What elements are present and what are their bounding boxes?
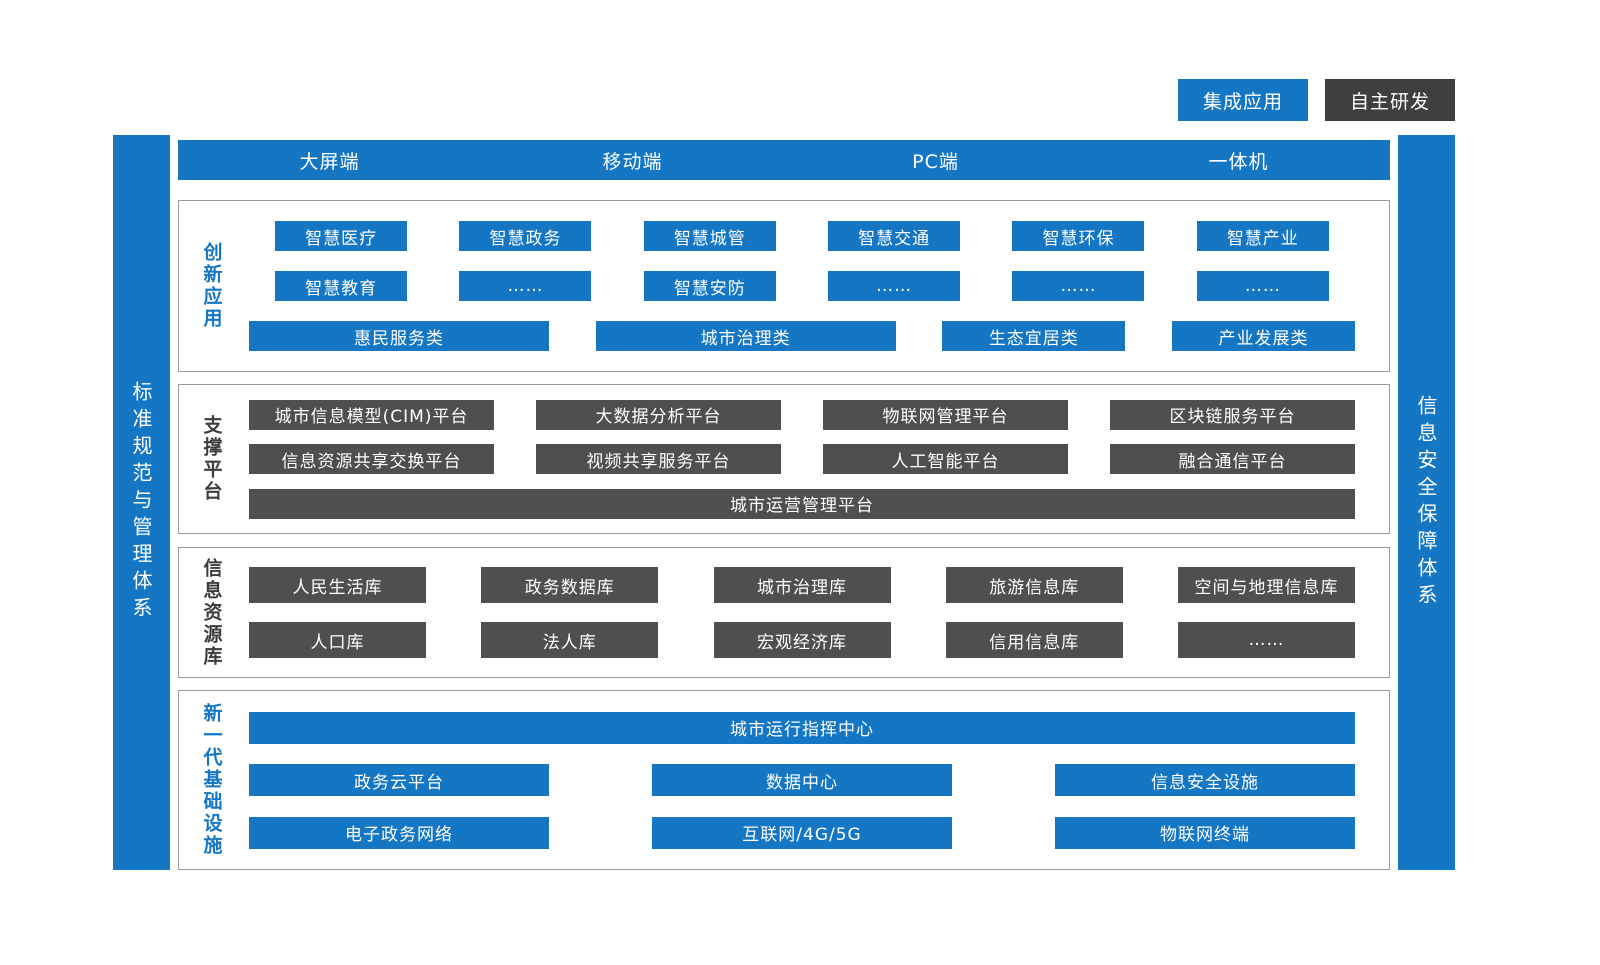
- infra-block: 信息安全设施: [1055, 764, 1355, 796]
- app-block: 智慧环保: [1012, 221, 1145, 251]
- database-block: 城市治理库: [713, 567, 891, 603]
- innovation-row-1: 智慧医疗 智慧政务 智慧城管 智慧交通 智慧环保 智慧产业: [249, 221, 1355, 251]
- section-label-container: 信息资源库: [179, 548, 245, 677]
- section-label-container: 创新应用: [179, 201, 245, 371]
- app-block: ……: [828, 271, 961, 301]
- city-command-center-block: 城市运行指挥中心: [249, 711, 1355, 744]
- terminal-large-screen: 大屏端: [299, 150, 360, 173]
- app-category-block: 生态宜居类: [942, 321, 1126, 351]
- infra-block: 互联网/4G/5G: [652, 816, 952, 849]
- section-support-platform: 支撑平台 城市信息模型(CIM)平台 大数据分析平台 物联网管理平台 区块链服务…: [178, 384, 1390, 534]
- section-infrastructure-label: 新一代基础设施: [200, 703, 223, 857]
- section-innovation-content: 智慧医疗 智慧政务 智慧城管 智慧交通 智慧环保 智慧产业 智慧教育 …… 智慧…: [249, 201, 1355, 371]
- section-innovation-label: 创新应用: [200, 242, 223, 330]
- support-row-1: 城市信息模型(CIM)平台 大数据分析平台 物联网管理平台 区块链服务平台: [249, 399, 1355, 430]
- infrastructure-row-3: 电子政务网络 互联网/4G/5G 物联网终端: [249, 816, 1355, 849]
- app-block: 智慧政务: [459, 221, 592, 251]
- infra-block: 政务云平台: [249, 764, 549, 796]
- app-block: 智慧医疗: [275, 221, 408, 251]
- section-infrastructure-content: 城市运行指挥中心 政务云平台 数据中心 信息安全设施 电子政务网络 互联网/4G…: [249, 691, 1355, 869]
- resources-row-1: 人民生活库 政务数据库 城市治理库 旅游信息库 空间与地理信息库: [249, 567, 1355, 603]
- infra-block: 电子政务网络: [249, 816, 549, 849]
- infra-block: 数据中心: [652, 764, 952, 796]
- app-block: ……: [1196, 271, 1329, 301]
- platform-block: 视频共享服务平台: [536, 444, 781, 474]
- terminal-bar: 大屏端 移动端 PC端 一体机: [178, 140, 1390, 180]
- resources-row-2: 人口库 法人库 宏观经济库 信用信息库 ……: [249, 622, 1355, 658]
- app-block: 智慧安防: [643, 271, 776, 301]
- section-infrastructure: 新一代基础设施 城市运行指挥中心 政务云平台 数据中心 信息安全设施 电子政务网…: [178, 690, 1390, 870]
- app-category-block: 惠民服务类: [249, 321, 549, 351]
- standards-management-pillar: 标准规范与管理体系: [113, 135, 170, 870]
- infrastructure-row-1: 城市运行指挥中心: [249, 711, 1355, 744]
- section-label-container: 新一代基础设施: [179, 691, 245, 869]
- database-block: 信用信息库: [945, 622, 1123, 658]
- app-block: 智慧教育: [275, 271, 408, 301]
- terminal-pc: PC端: [912, 150, 959, 173]
- database-block: 法人库: [481, 622, 659, 658]
- database-block: 人口库: [249, 622, 426, 658]
- section-resources-label: 信息资源库: [200, 557, 223, 668]
- innovation-row-2: 智慧教育 …… 智慧安防 …… …… ……: [249, 271, 1355, 301]
- information-security-pillar: 信息安全保障体系: [1398, 135, 1455, 870]
- legend-self-developed: 自主研发: [1325, 79, 1455, 121]
- database-block: 政务数据库: [481, 567, 659, 603]
- database-block: 旅游信息库: [945, 567, 1123, 603]
- section-support-content: 城市信息模型(CIM)平台 大数据分析平台 物联网管理平台 区块链服务平台 信息…: [249, 385, 1355, 533]
- platform-block: 信息资源共享交换平台: [249, 444, 494, 474]
- support-row-2: 信息资源共享交换平台 视频共享服务平台 人工智能平台 融合通信平台: [249, 444, 1355, 474]
- database-block: 宏观经济库: [713, 622, 891, 658]
- infrastructure-row-2: 政务云平台 数据中心 信息安全设施: [249, 764, 1355, 796]
- section-support-label: 支撑平台: [200, 415, 223, 503]
- database-block: ……: [1178, 622, 1355, 658]
- section-label-container: 支撑平台: [179, 385, 245, 533]
- support-row-3: 城市运营管理平台: [249, 488, 1355, 519]
- platform-block: 融合通信平台: [1110, 444, 1355, 474]
- section-info-resources: 信息资源库 人民生活库 政务数据库 城市治理库 旅游信息库 空间与地理信息库 人…: [178, 547, 1390, 678]
- terminal-mobile: 移动端: [602, 150, 663, 173]
- platform-block: 区块链服务平台: [1110, 399, 1355, 430]
- information-security-label: 信息安全保障体系: [1414, 394, 1438, 611]
- platform-block: 人工智能平台: [823, 444, 1068, 474]
- platform-block: 物联网管理平台: [823, 399, 1068, 430]
- database-block: 人民生活库: [249, 567, 426, 603]
- terminal-all-in-one: 一体机: [1208, 150, 1269, 173]
- app-block: 智慧产业: [1196, 221, 1329, 251]
- innovation-row-3: 惠民服务类 城市治理类 生态宜居类 产业发展类: [249, 321, 1355, 351]
- app-block: 智慧交通: [828, 221, 961, 251]
- section-innovation-apps: 创新应用 智慧医疗 智慧政务 智慧城管 智慧交通 智慧环保 智慧产业 智慧教育 …: [178, 200, 1390, 372]
- platform-block: 大数据分析平台: [536, 399, 781, 430]
- platform-block: 城市信息模型(CIM)平台: [249, 399, 494, 430]
- city-operation-platform-block: 城市运营管理平台: [249, 488, 1355, 519]
- app-category-block: 产业发展类: [1171, 321, 1355, 351]
- app-block: 智慧城管: [643, 221, 776, 251]
- app-block: ……: [459, 271, 592, 301]
- database-block: 空间与地理信息库: [1178, 567, 1355, 603]
- legend-integrated-apps: 集成应用: [1178, 79, 1308, 121]
- section-resources-content: 人民生活库 政务数据库 城市治理库 旅游信息库 空间与地理信息库 人口库 法人库…: [249, 548, 1355, 677]
- app-block: ……: [1012, 271, 1145, 301]
- infra-block: 物联网终端: [1055, 816, 1355, 849]
- app-category-block: 城市治理类: [595, 321, 896, 351]
- standards-management-label: 标准规范与管理体系: [129, 381, 153, 624]
